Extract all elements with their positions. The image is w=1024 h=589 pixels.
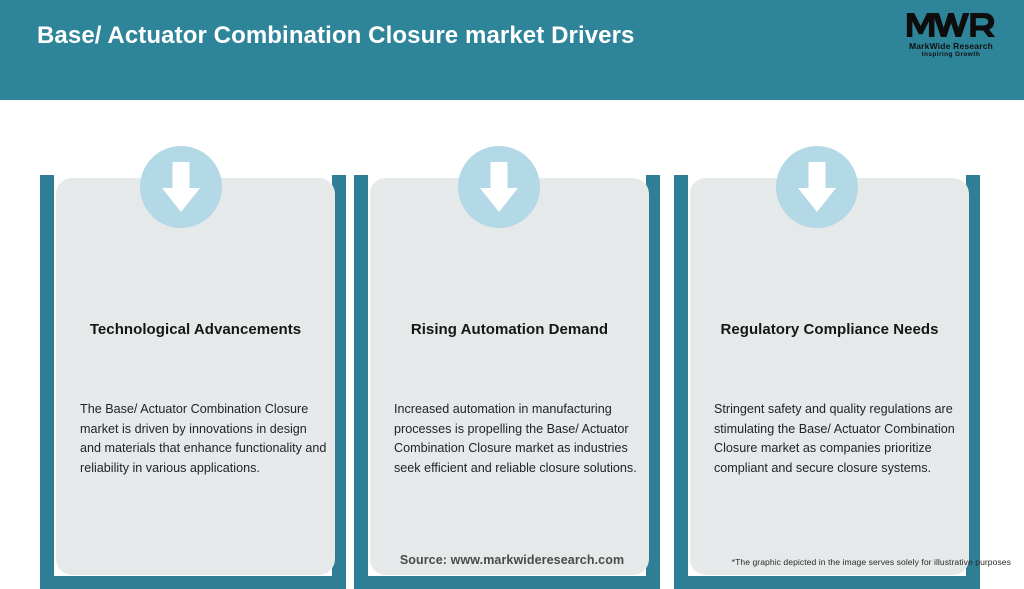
card-body-text: Increased automation in manufacturing pr… <box>394 402 637 475</box>
logo-tagline: Inspiring Growth <box>921 51 981 58</box>
card-accent-bracket <box>354 175 660 589</box>
logo-brand-name: MarkWide Research <box>908 41 994 51</box>
down-arrow-icon <box>776 146 858 228</box>
driver-card-2[interactable]: Rising Automation Demand Increased autom… <box>354 146 660 589</box>
mwr-logo-icon <box>906 13 996 37</box>
drivers-card-row: Technological Advancements The Base/ Act… <box>0 100 1024 589</box>
brand-logo: MarkWide Research Inspiring Growth <box>896 8 1006 64</box>
card-heading: Technological Advancements <box>89 321 302 338</box>
down-arrow-icon <box>140 146 222 228</box>
card-body-text: The Base/ Actuator Combination Closure m… <box>80 402 327 475</box>
card-body-text: Stringent safety and quality regulations… <box>714 402 955 475</box>
card-panel: Technological Advancements The Base/ Act… <box>56 178 335 575</box>
card-panel: Rising Automation Demand Increased autom… <box>370 178 649 575</box>
card-heading: Rising Automation Demand <box>410 321 609 338</box>
page-title: Base/ Actuator Combination Closure marke… <box>37 22 635 49</box>
driver-card-1[interactable]: Technological Advancements The Base/ Act… <box>40 146 346 589</box>
driver-card-3[interactable]: Regulatory Compliance Needs Stringent sa… <box>674 146 980 589</box>
card-heading: Regulatory Compliance Needs <box>720 321 939 338</box>
disclaimer-note: *The graphic depicted in the image serve… <box>731 557 1011 567</box>
header-band: Base/ Actuator Combination Closure marke… <box>0 0 1024 100</box>
source-label: Source: www.markwideresearch.com <box>399 553 625 567</box>
card-panel: Regulatory Compliance Needs Stringent sa… <box>690 178 969 575</box>
down-arrow-icon <box>458 146 540 228</box>
